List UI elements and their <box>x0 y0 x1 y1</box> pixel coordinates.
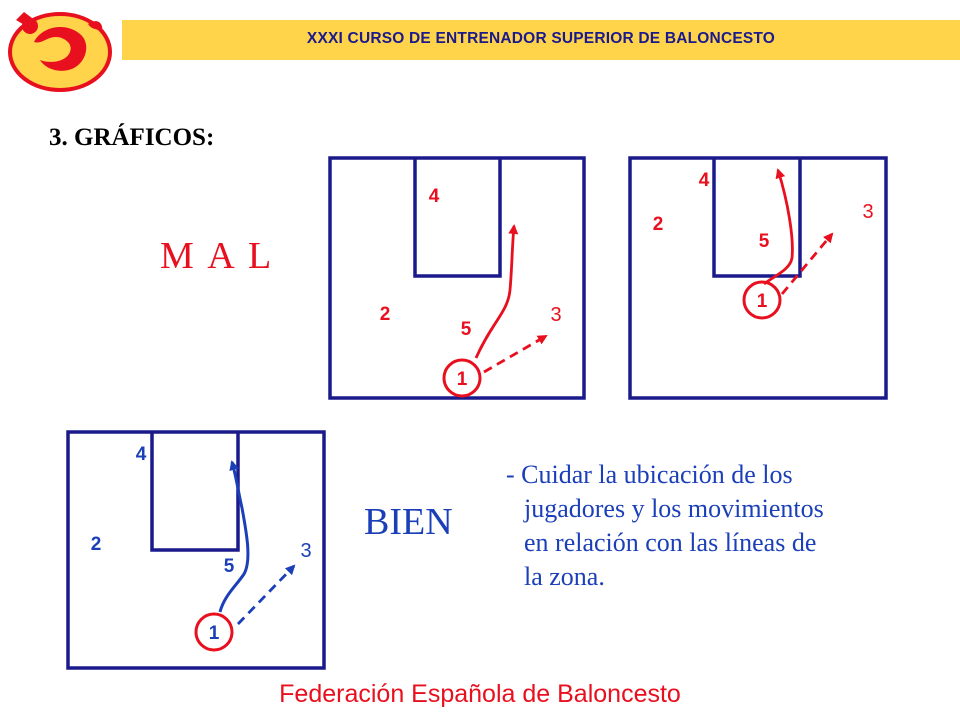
footer-text: Federación Española de Baloncesto <box>279 680 681 708</box>
player-label: 4 <box>699 170 710 191</box>
diagram-mal-2: 4 2 5 3 1 <box>628 156 888 400</box>
note-line: - Cuidar la ubicación de los <box>506 460 793 489</box>
player-label: 2 <box>653 214 664 235</box>
bad-label: M A L <box>160 235 275 277</box>
court-outline <box>328 156 586 400</box>
diagram-bien: 4 2 5 3 1 <box>66 430 326 670</box>
cut-path <box>763 168 794 286</box>
pass-path <box>780 232 834 295</box>
player-label: 3 <box>862 201 873 223</box>
note-text: - Cuidar la ubicación de los jugadores y… <box>506 458 946 594</box>
federation-logo-icon <box>8 12 112 92</box>
court-outline <box>66 430 326 670</box>
player-label: 3 <box>550 304 561 326</box>
player-label: 5 <box>224 556 235 577</box>
player-label: 4 <box>136 444 147 465</box>
good-label: BIEN <box>364 501 453 543</box>
key-area <box>150 432 240 552</box>
cut-path <box>218 460 250 613</box>
pass-path <box>236 564 296 625</box>
key-area <box>712 158 802 278</box>
player-label: 5 <box>461 319 472 340</box>
player-label: 1 <box>757 291 768 312</box>
player-label: 1 <box>457 369 468 390</box>
note-line: en relación con las líneas de <box>524 528 817 557</box>
court-outline <box>628 156 888 400</box>
player-label: 2 <box>91 534 102 555</box>
player-label: 2 <box>380 304 391 325</box>
note-line: la zona. <box>524 562 605 591</box>
player-circle <box>442 358 482 398</box>
header-bar <box>122 20 960 60</box>
pass-path <box>483 334 548 374</box>
note-line: jugadores y los movimientos <box>524 494 824 523</box>
player-label: 5 <box>759 231 770 252</box>
player-label: 3 <box>300 540 311 562</box>
player-circle <box>194 612 234 652</box>
cut-path <box>474 224 519 359</box>
header-title: XXXI CURSO DE ENTRENADOR SUPERIOR DE BAL… <box>306 30 776 47</box>
player-label: 4 <box>429 186 440 207</box>
section-title: 3. GRÁFICOS: <box>49 124 215 151</box>
key-area <box>413 158 502 278</box>
player-label: 1 <box>209 623 220 644</box>
player-circle <box>742 280 782 320</box>
diagram-mal-1: 4 2 5 3 1 <box>328 156 586 400</box>
